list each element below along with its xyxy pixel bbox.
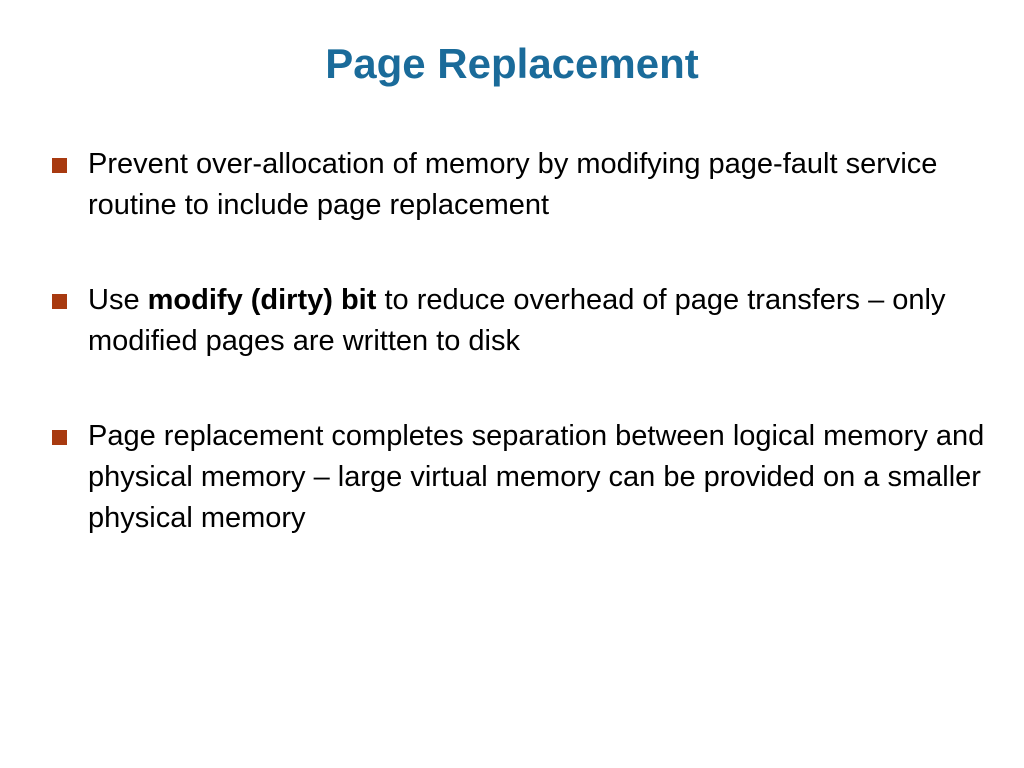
bullet-text-2-bold-term: modify (dirty) bit — [147, 284, 377, 316]
bullet-text-3: Page replacement completes separation be… — [88, 420, 985, 534]
bullet-text-2-after: to reduce overhead of page transfers – o… — [88, 284, 946, 357]
bullet-item-2: Use modify (dirty) bit to reduce overhea… — [52, 280, 1002, 362]
bullet-text-2: Use modify (dirty) bit to reduce overhea… — [88, 280, 1002, 362]
slide-title: Page Replacement — [325, 40, 699, 87]
square-bullet-icon — [52, 430, 67, 445]
bullet-text-2-before: Use — [88, 284, 148, 316]
bullet-item-3: Page replacement completes separation be… — [52, 416, 1002, 539]
bullet-list: Prevent over-allocation of memory by mod… — [52, 144, 1002, 593]
square-bullet-icon — [52, 294, 67, 309]
bullet-text-1: Prevent over-allocation of memory by mod… — [88, 148, 938, 221]
bullet-item-1: Prevent over-allocation of memory by mod… — [52, 144, 1002, 226]
square-bullet-icon — [52, 158, 67, 173]
